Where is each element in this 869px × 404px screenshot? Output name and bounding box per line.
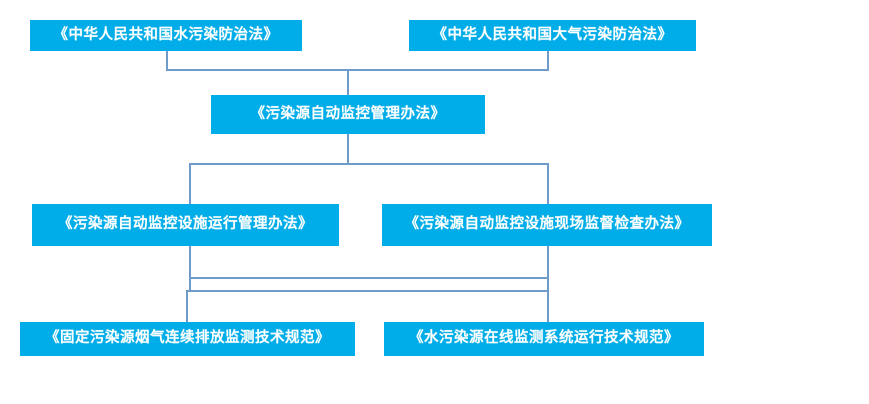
- connector-n3-down: [347, 134, 349, 164]
- node-facility-onsite-inspection-measures[interactable]: 《污染源自动监控设施现场监督检查办法》: [382, 204, 712, 246]
- connector-n5-down: [547, 246, 549, 291]
- node-stationary-source-flue-gas-spec[interactable]: 《固定污染源烟气连续排放监测技术规范》: [20, 322, 355, 356]
- connector-bus-to-n5: [547, 163, 549, 205]
- node-air-pollution-law[interactable]: 《中华人民共和国大气污染防治法》: [409, 20, 696, 51]
- connector-n1-down: [166, 50, 168, 71]
- connector-bus-to-n4: [189, 163, 191, 205]
- connector-n2-down: [547, 50, 549, 71]
- node-water-pollution-law[interactable]: 《中华人民共和国水污染防治法》: [30, 20, 302, 51]
- node-auto-monitoring-admin-measures[interactable]: 《污染源自动监控管理办法》: [211, 95, 485, 134]
- connector-level1-bus: [166, 69, 549, 71]
- node-water-online-monitoring-spec[interactable]: 《水污染源在线监测系统运行技术规范》: [384, 322, 704, 356]
- connector-level3-bus-lower: [186, 290, 549, 292]
- connector-level2-bus: [189, 163, 549, 165]
- connector-level3-bus-upper: [189, 277, 549, 279]
- connector-bus-to-n6: [186, 290, 188, 323]
- node-facility-operation-admin-measures[interactable]: 《污染源自动监控设施运行管理办法》: [32, 204, 339, 246]
- connector-bus-to-n3: [347, 69, 349, 96]
- connector-bus-to-n7: [547, 290, 549, 323]
- connector-n4-down: [189, 246, 191, 291]
